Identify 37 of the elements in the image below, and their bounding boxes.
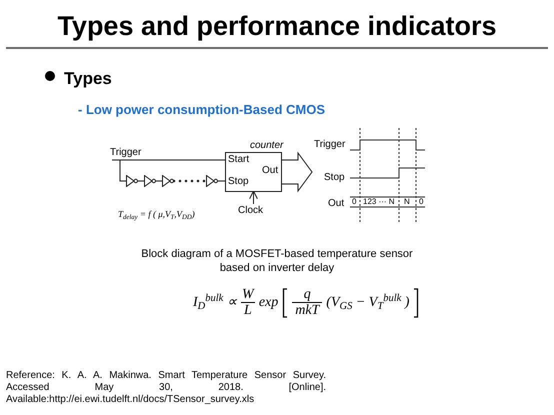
count-value: 0: [419, 197, 424, 207]
bullet-heading: Types: [64, 68, 112, 90]
fraction-denominator: L: [244, 303, 252, 318]
count-value: 123 ··· N: [363, 197, 395, 207]
formula-term: I$_{D}$$^{bulk}$ ∝: [193, 292, 237, 313]
output-block-arrow: [282, 151, 313, 193]
inverter-symbol: [206, 175, 218, 187]
wire: [249, 190, 258, 204]
wire: [172, 180, 208, 182]
figure-caption: Block diagram of a MOSFET-based temperature sensor based on inverter delay: [140, 247, 414, 275]
port-label: Stop: [228, 176, 249, 188]
count-value: 0: [352, 197, 356, 207]
port-label: Out: [262, 165, 278, 177]
inverter-symbol: [144, 175, 156, 187]
waveform-label: Trigger: [314, 138, 346, 152]
fraction-denominator: mkT: [295, 303, 320, 318]
wire: [138, 180, 144, 182]
waveform-label: Out: [328, 197, 344, 211]
block-title: counter: [250, 139, 284, 153]
reference-text: Reference: K. A. A. Makinwa. Smart Temperature Sensor Survey. Accessed May 30, 2018. [Online]. Available:http://ei.ewi.tudelft.nl/docs/TSensor_survey.xls: [6, 370, 326, 406]
inverter-symbol: [162, 175, 174, 187]
inverter-symbol: [126, 175, 138, 187]
port-label: Start: [228, 154, 250, 166]
wire: [218, 180, 226, 182]
fraction-numerator: q: [304, 287, 311, 302]
slide-title: Types and performance indicators: [56, 10, 498, 42]
formula-term: (V$_{GS}$ − V$_{T}$$^{bulk}$ ): [326, 292, 410, 313]
wire: [156, 180, 162, 182]
signal-label: Trigger: [110, 146, 148, 160]
count-value: N: [404, 197, 410, 207]
fraction-numerator: W: [242, 287, 254, 302]
wire: [120, 160, 126, 182]
formula-term: exp: [258, 294, 278, 312]
signal-label: Clock: [238, 204, 272, 218]
waveform-label: Stop: [324, 171, 345, 185]
delay-formula: T$_{delay}$ = f ( μ,V$_{T}$,V$_{DD}$): [118, 208, 195, 222]
sub-heading: - Low power consumption-Based CMOS: [78, 101, 326, 119]
